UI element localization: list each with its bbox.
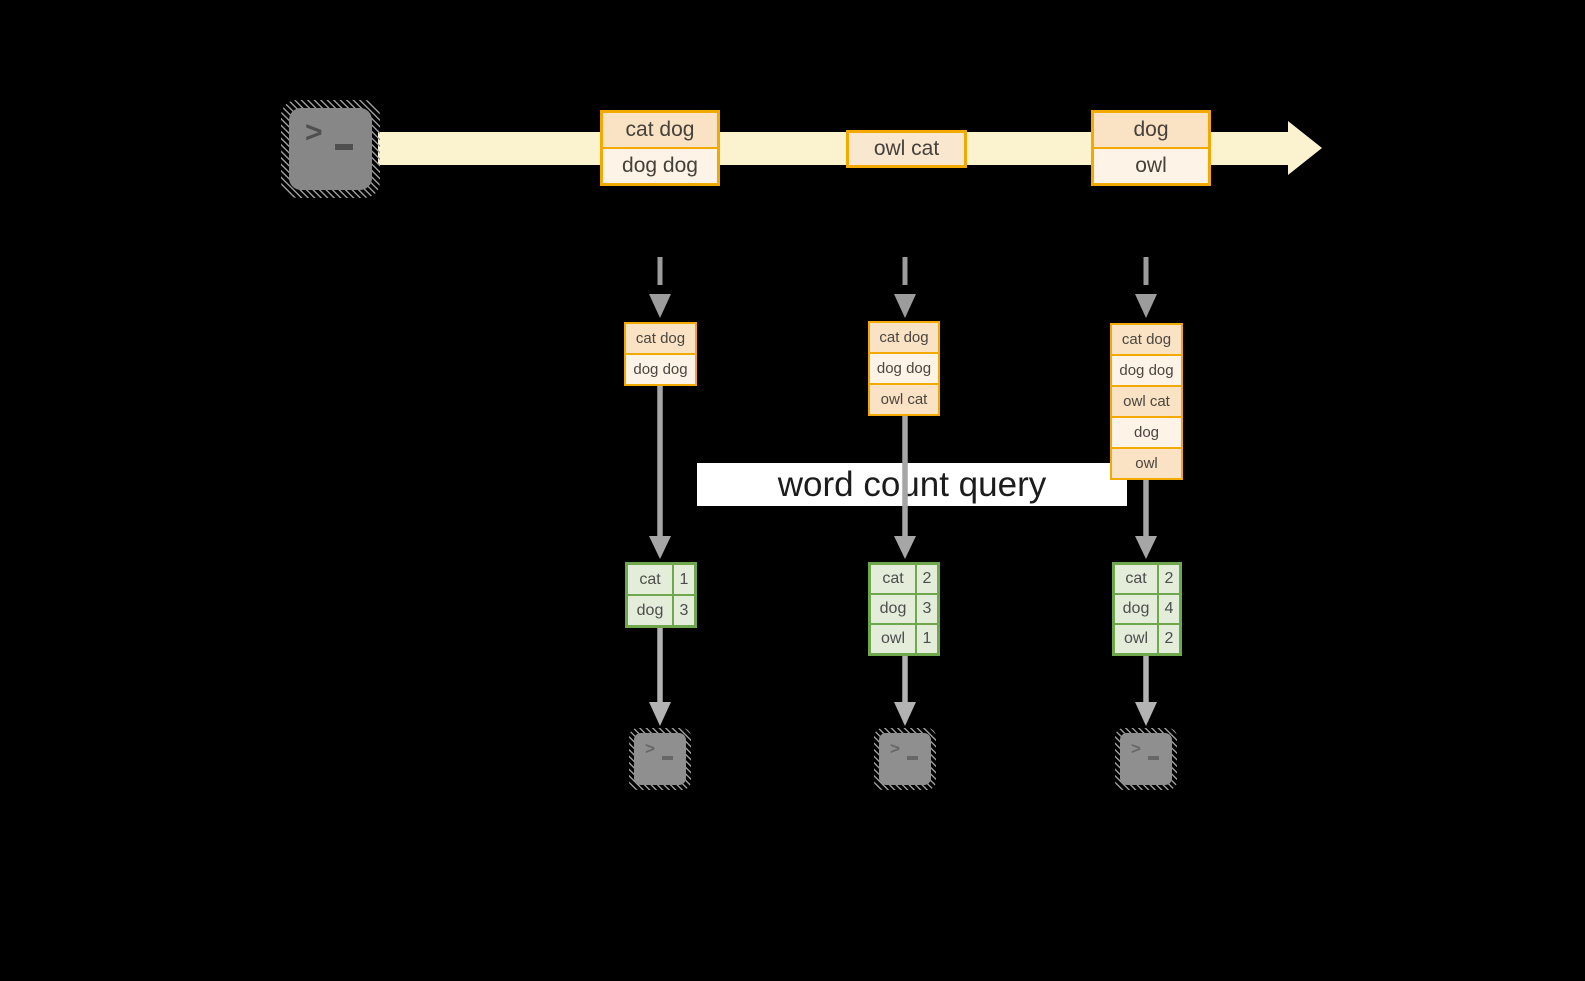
- source-terminal-icon: >: [281, 100, 380, 198]
- terminal-prompt-icon: >: [305, 116, 323, 149]
- count-cell: 1: [674, 565, 694, 594]
- query-arrow-3: [1135, 479, 1157, 559]
- buffer-row: dog dog: [626, 353, 695, 384]
- terminal-cursor-icon: [1148, 756, 1159, 760]
- output-arrow-3: [1135, 656, 1157, 726]
- stream-word-box: dog: [1094, 113, 1208, 147]
- stream-batch-1: cat dog dog dog: [600, 110, 720, 186]
- terminal-cursor-icon: [662, 756, 673, 760]
- sink-terminal-icon-1: >: [629, 728, 691, 790]
- terminal-screen: >: [289, 108, 372, 190]
- count-cell: 1: [917, 625, 937, 653]
- buffer-row: cat dog: [1112, 325, 1181, 354]
- dashed-arrow-2: [894, 257, 916, 318]
- word-cell: cat: [628, 565, 672, 594]
- word-cell: owl: [871, 625, 915, 653]
- word-cell: cat: [871, 565, 915, 593]
- count-cell: 3: [917, 595, 937, 623]
- query-arrow-2: [894, 416, 916, 559]
- output-arrow-2: [894, 656, 916, 726]
- stream-arrowhead-icon: [1288, 121, 1322, 175]
- word-cell: dog: [1115, 595, 1157, 623]
- terminal-screen: >: [634, 733, 686, 785]
- terminal-screen: >: [1120, 733, 1172, 785]
- result-table-1: cat 1 dog 3: [625, 562, 697, 628]
- query-label: word count query: [777, 464, 1047, 504]
- count-cell: 4: [1159, 595, 1179, 623]
- buffer-row: cat dog: [626, 324, 695, 353]
- terminal-prompt-icon: >: [890, 739, 900, 758]
- buffer-stack-1: cat dog dog dog: [624, 322, 697, 386]
- result-table-3: cat 2 dog 4 owl 2: [1112, 562, 1182, 656]
- count-cell: 2: [917, 565, 937, 593]
- buffer-row: owl cat: [870, 383, 938, 414]
- buffer-row: cat dog: [870, 323, 938, 352]
- stream-word-box: cat dog: [603, 113, 717, 147]
- output-arrow-1: [649, 628, 671, 726]
- query-arrow-1: [649, 386, 671, 559]
- buffer-row: owl: [1112, 447, 1181, 478]
- buffer-stack-2: cat dog dog dog owl cat: [868, 321, 940, 416]
- stream-word-box: owl cat: [849, 133, 964, 165]
- stream-batch-2: owl cat: [846, 130, 967, 168]
- stream-batch-3: dog owl: [1091, 110, 1211, 186]
- word-cell: dog: [628, 596, 672, 625]
- count-cell: 2: [1159, 625, 1179, 653]
- terminal-screen: >: [879, 733, 931, 785]
- dashed-arrow-1: [649, 257, 671, 318]
- word-cell: owl: [1115, 625, 1157, 653]
- terminal-prompt-icon: >: [1131, 739, 1141, 758]
- buffer-row: dog: [1112, 416, 1181, 447]
- terminal-cursor-icon: [907, 756, 918, 760]
- result-table-2: cat 2 dog 3 owl 1: [868, 562, 940, 656]
- sink-terminal-icon-3: >: [1115, 728, 1177, 790]
- terminal-prompt-icon: >: [645, 739, 655, 758]
- dashed-arrow-3: [1135, 257, 1157, 318]
- buffer-row: owl cat: [1112, 385, 1181, 416]
- terminal-cursor-icon: [335, 144, 353, 150]
- sink-terminal-icon-2: >: [874, 728, 936, 790]
- query-banner: word count query: [697, 463, 1127, 506]
- buffer-row: dog dog: [1112, 354, 1181, 385]
- stream-word-box: owl: [1094, 147, 1208, 183]
- buffer-row: dog dog: [870, 352, 938, 383]
- buffer-stack-3: cat dog dog dog owl cat dog owl: [1110, 323, 1183, 480]
- count-cell: 3: [674, 596, 694, 625]
- count-cell: 2: [1159, 565, 1179, 593]
- word-cell: cat: [1115, 565, 1157, 593]
- stream-word-box: dog dog: [603, 147, 717, 183]
- word-cell: dog: [871, 595, 915, 623]
